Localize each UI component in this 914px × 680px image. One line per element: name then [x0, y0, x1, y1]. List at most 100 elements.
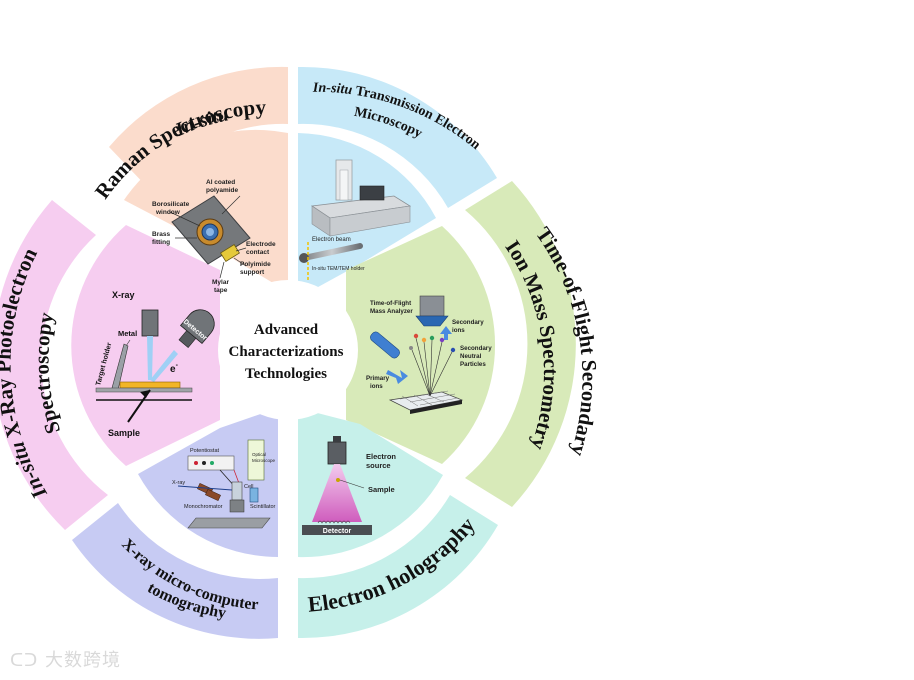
xray-beam [147, 336, 153, 380]
potentiostat-knob [194, 461, 198, 465]
watermark-icon: ᑕᑐ [10, 650, 46, 671]
sample-dot [336, 478, 340, 482]
electrode-label-2: contact [246, 249, 270, 256]
analyzer-label-2: Mass Analyzer [370, 308, 413, 315]
sample-grid-edge [410, 400, 462, 414]
tem-outer-segment [298, 66, 497, 208]
brass-label-2: fitting [152, 239, 170, 246]
neutral-particle [450, 347, 456, 353]
electrode-contact-icon [220, 243, 240, 263]
tem-holder-label: In-situ TEM/TEM holder [312, 266, 365, 272]
tem-holder-rod [301, 243, 363, 261]
electrode-label-1: Electrode [246, 241, 276, 248]
neutral-label-1: Secondary [460, 345, 492, 352]
outer-ring [0, 66, 576, 639]
xct-xray-label: X-ray [172, 480, 185, 486]
neutral-particle [409, 346, 413, 350]
optical-label-1: Optical [252, 452, 266, 457]
primary-ions-arrow [386, 370, 408, 384]
al-coated-label-1: Al coated [206, 179, 235, 186]
xray-path [177, 485, 233, 491]
sample-grid-lines [399, 390, 459, 407]
tem-monitor-icon [359, 185, 385, 201]
xps-sample-label: Sample [108, 428, 140, 438]
al-coated-label-2: polyamide [206, 187, 239, 194]
xray-source-icon [141, 309, 159, 337]
center-title-line-3: Technologies [245, 366, 327, 382]
center-disk [218, 280, 358, 420]
polyimide-label-1: Polyimide [240, 261, 271, 268]
cell-label: Cell [244, 484, 253, 490]
tem-holder-knob [299, 253, 309, 263]
xps-inner-segment [71, 225, 220, 466]
detector-bar [302, 525, 372, 535]
ion-particle [421, 337, 427, 343]
metal-label: Metal [118, 329, 137, 338]
ion-particle [439, 337, 445, 343]
optical-label-2: Microscope [252, 458, 276, 463]
optical-microscope-icon [247, 439, 265, 481]
analyzer-label-1: Time-of-Flight [370, 300, 411, 307]
center-title-line-2: Characterizations [229, 344, 344, 360]
tof-outer-segment [465, 181, 576, 507]
sample-arrow-head [140, 390, 150, 398]
cell-icon [231, 481, 243, 501]
monochromator-crystal [205, 488, 221, 502]
watermark-logo: ᑕᑐ 大数跨境 [10, 646, 121, 672]
electron-beam-label: Electron beam [312, 237, 351, 243]
primary-ion-gun-icon [370, 331, 400, 359]
electron-label: e- [170, 362, 179, 375]
electron-beam-cone [312, 464, 362, 522]
borosilicate-label-1: Borosilicate [152, 201, 190, 208]
xps-sample-icon [119, 381, 181, 389]
ion-trajectories [411, 337, 453, 397]
electron-source-cap [333, 436, 341, 442]
raman-outer-segment [109, 66, 288, 190]
xps-outer-segment [0, 200, 108, 530]
brass-label-1: Brass [152, 231, 170, 238]
scintillator-label: Scintillator [250, 504, 276, 510]
sample-leader [339, 479, 365, 489]
tem-desk-front [329, 205, 411, 237]
mass-analyzer-icon [419, 295, 445, 317]
watermark-text: 大数跨境 [45, 650, 122, 671]
secondary-ions-arrow [440, 326, 452, 340]
analyzer-cone [415, 315, 449, 327]
secondary-ions-label-2: ions [452, 327, 465, 334]
center-title: Advanced Characterizations Technologies [229, 322, 344, 382]
neutral-label-3: Particles [460, 361, 486, 368]
monochromator-label: Monochromator [184, 504, 223, 510]
potentiostat-knob [202, 461, 206, 465]
primary-label-1: Primary [366, 375, 390, 382]
center-title-line-1: Advanced [254, 322, 319, 338]
tem-column-inner [339, 169, 349, 201]
electron-source-label-2: source [366, 461, 391, 470]
rotation-stage-icon [229, 499, 245, 513]
eh-outer-segment [298, 495, 498, 639]
tem-diagram: Electron beam In-situ TEM/TEM holder [299, 159, 412, 282]
xray-micro-ct-diagram: Potentiostat Optical Microscope Cell X-r… [172, 439, 276, 529]
primary-label-2: ions [370, 383, 383, 390]
electron-source-label-1: Electron [366, 452, 396, 461]
mylar-label-1: Mylar [212, 279, 229, 286]
sample-label: Sample [368, 485, 395, 494]
xps-detector-icon: Detector [178, 309, 215, 348]
mylar-label-2: tape [214, 287, 228, 294]
tof-sims-diagram: Time-of-Flight Mass Analyzer Secondary i… [366, 295, 492, 414]
potentiostat-knob [210, 461, 214, 465]
scintillator-icon [249, 487, 259, 503]
xps-diagram: X-ray Metal Target holder Detector e- Sa… [95, 290, 215, 438]
ion-particle [413, 333, 419, 339]
borosilicate-label-2: window [155, 209, 181, 216]
polyimide-label-2: support [240, 269, 265, 276]
neutral-label-2: Neutral [460, 353, 482, 360]
secondary-ions-label-1: Secondary [452, 319, 484, 326]
raman-cell-diagram: Al coated polyamide Borosilicate window … [152, 179, 276, 294]
window-center [206, 228, 214, 236]
electron-holography-diagram: Electron source Sample Detector [302, 436, 396, 535]
potentiostat-label: Potentiostat [190, 448, 220, 454]
interference-fringes [317, 520, 351, 524]
photoelectron-beam [150, 350, 178, 382]
ct-base-plate [187, 517, 271, 529]
